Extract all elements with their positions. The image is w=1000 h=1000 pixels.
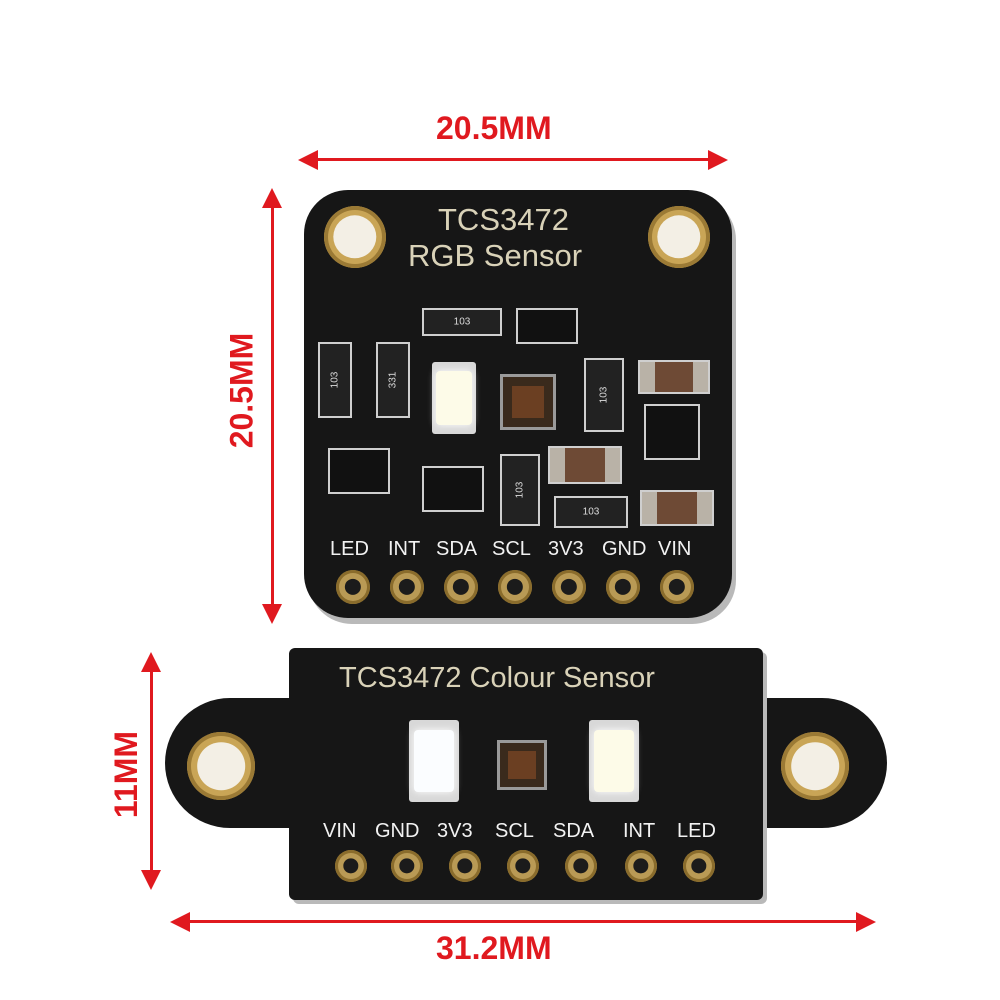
pin-pad	[660, 570, 694, 604]
pin-pad	[552, 570, 586, 604]
bottom-width-label: 31.2MM	[436, 930, 552, 966]
transistor	[644, 404, 700, 460]
pin-pad	[391, 850, 423, 882]
white-led-left	[409, 720, 459, 802]
pin-label-gnd: GND	[375, 820, 420, 842]
pin-pad	[449, 850, 481, 882]
bottom-width-line	[182, 920, 862, 923]
pin-label-vin: VIN	[323, 820, 357, 842]
resistor: 331	[376, 342, 410, 418]
pin-label-vin: VIN	[658, 538, 692, 560]
pin-label-scl: SCL	[492, 538, 531, 560]
pin-label-sda: SDA	[436, 538, 478, 560]
arrowhead-left	[170, 912, 190, 932]
capacitor	[638, 360, 710, 394]
mounting-hole-left	[187, 732, 255, 800]
pin-label-led: LED	[677, 820, 716, 842]
pin-label-led: LED	[330, 538, 369, 560]
pin-pad	[335, 850, 367, 882]
pin-pad	[625, 850, 657, 882]
white-led-right	[589, 720, 639, 802]
resistor: 103	[500, 454, 540, 526]
top-height-label: 20.5MM	[223, 332, 260, 449]
board-title-line1: TCS3472	[438, 202, 569, 237]
pin-pad	[498, 570, 532, 604]
pin-pad	[444, 570, 478, 604]
board-title: TCS3472 Colour Sensor	[339, 662, 655, 694]
color-sensor-chip	[497, 740, 547, 790]
pin-pad	[606, 570, 640, 604]
resistor: 103	[422, 308, 502, 336]
resistor: 103	[584, 358, 624, 432]
bottom-sensor-board: TCS3472 Colour Sensor VIN GND 3V3 SCL SD…	[165, 648, 887, 900]
board-title-line2: RGB Sensor	[408, 238, 583, 273]
pin-label-scl: SCL	[495, 820, 534, 842]
bottom-height-line	[150, 664, 153, 876]
pin-pad	[336, 570, 370, 604]
pin-pad	[390, 570, 424, 604]
mounting-hole-right	[781, 732, 849, 800]
pin-pad	[683, 850, 715, 882]
pin-label-3v3: 3V3	[437, 820, 473, 842]
capacitor	[640, 490, 714, 526]
pin-label-int: INT	[388, 538, 421, 560]
bottom-height-label: 11MM	[108, 730, 145, 819]
top-height-line	[271, 200, 274, 610]
pin-pad	[507, 850, 539, 882]
pin-label-sda: SDA	[553, 820, 595, 842]
arrowhead-left	[298, 150, 318, 170]
arrowhead-right	[856, 912, 876, 932]
white-led	[432, 362, 476, 434]
mounting-hole-right	[648, 206, 710, 268]
color-sensor-chip	[500, 374, 556, 430]
top-width-line	[310, 158, 715, 161]
arrowhead-up	[141, 652, 161, 672]
arrowhead-right	[708, 150, 728, 170]
capacitor	[548, 446, 622, 484]
resistor: 103	[318, 342, 352, 418]
pin-label-int: INT	[623, 820, 656, 842]
transistor	[516, 308, 578, 344]
top-sensor-board: TCS3472 RGB Sensor 103 103 331 103 103 1…	[304, 190, 732, 618]
mounting-hole-left	[324, 206, 386, 268]
top-width-label: 20.5MM	[436, 110, 552, 146]
pin-label-gnd: GND	[602, 538, 647, 560]
transistor	[422, 466, 484, 512]
arrowhead-up	[262, 188, 282, 208]
transistor	[328, 448, 390, 494]
arrowhead-down	[262, 604, 282, 624]
arrowhead-down	[141, 870, 161, 890]
resistor: 103	[554, 496, 628, 528]
pin-label-3v3: 3V3	[548, 538, 584, 560]
pin-pad	[565, 850, 597, 882]
